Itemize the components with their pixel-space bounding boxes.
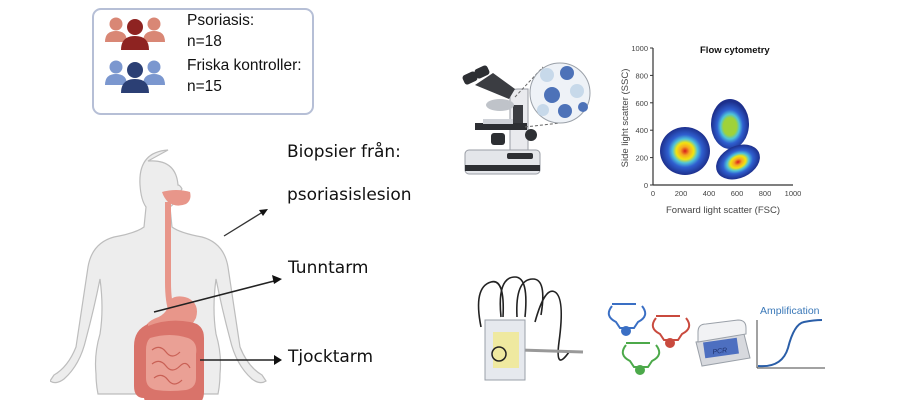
pcr-device-label: PCR [712,347,728,356]
pcr-machine: PCR [695,319,751,367]
y-tick-label: 1000 [631,44,648,53]
primer-red [651,315,691,348]
flow-cytometry-plot: 0 200 400 600 800 1000 0 200 400 600 800 1000 Forw… [620,44,802,216]
controls-people-group-icon [105,60,165,93]
y-tick-label: 600 [635,99,648,108]
controls-label: Friska kontroller: [187,57,302,74]
population-3 [716,144,760,180]
flow-xlabel: Forward light scatter (FSC) [666,205,780,216]
pcr-illustration: PCR [607,303,825,375]
mouth-throat [162,190,191,206]
psoriasis-people-group-icon [105,17,165,50]
amplification-plot [756,319,825,369]
amplification-label: Amplification [760,305,820,317]
controls-count: n=15 [187,78,222,95]
y-tick-label: 0 [644,181,648,190]
biopsy-site-small-intestine: Tunntarm [288,258,369,278]
primer-green [621,342,661,375]
cells [537,66,588,118]
y-tick-label: 400 [635,126,648,135]
x-tick-label: 1000 [785,189,802,198]
flow-title: Flow cytometry [700,45,770,56]
population-2 [711,99,749,149]
primer-blue [607,303,647,336]
human-body-illustration [50,149,282,400]
electrophoresis-chamber-illustration [477,276,584,381]
x-tick-label: 200 [675,189,688,198]
y-tick-label: 800 [635,71,648,80]
small-intestine [146,335,197,391]
x-tick-label: 400 [703,189,716,198]
x-tick-label: 0 [651,189,655,198]
biopsy-site-skin: psoriasislesion [287,185,412,205]
psoriasis-count: n=18 [187,33,222,50]
population-1 [660,127,710,175]
biopsy-site-large-intestine: Tjocktarm [288,347,374,367]
y-tick-label: 200 [635,154,648,163]
psoriasis-label: Psoriasis: [187,12,255,29]
biopsy-heading: Biopsier från: [287,142,401,162]
x-tick-label: 600 [731,189,744,198]
body-silhouette [50,149,267,395]
microscope-illustration [462,62,591,175]
flow-ylabel: Side light scatter (SSC) [620,69,631,168]
x-tick-label: 800 [759,189,772,198]
